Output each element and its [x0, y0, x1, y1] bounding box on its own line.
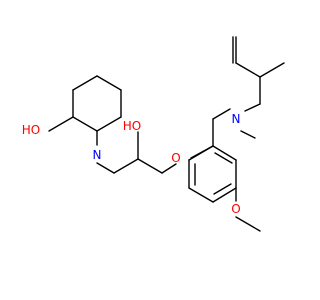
methoxy-group	[235, 187, 261, 232]
aromatic-bond	[213, 183, 232, 195]
bond	[212, 145, 237, 161]
bond	[244, 103, 261, 112]
bond	[72, 116, 98, 132]
structure-diagram: HO N HO O N O	[22, 36, 285, 232]
piperidine-ring	[48, 75, 122, 132]
structure-diagram-canvas: HO N HO O N O	[21, 36, 285, 232]
bond	[212, 108, 231, 120]
bond	[96, 116, 122, 132]
bond	[96, 162, 115, 174]
bond	[188, 145, 214, 161]
bond	[137, 158, 163, 174]
benzene-ring	[188, 145, 237, 203]
bond	[259, 62, 285, 78]
ether-oxygen-label: O	[171, 151, 180, 165]
bond	[235, 62, 261, 78]
bond	[235, 216, 261, 232]
aminomethyl-side-chain	[212, 36, 285, 147]
bond	[212, 187, 237, 203]
bond	[96, 75, 122, 91]
piperidine-nitrogen-label: N	[93, 148, 102, 162]
piperidine-hydroxyl-label: HO	[22, 123, 40, 137]
chain-hydroxyl-label: HO	[123, 119, 141, 133]
hydroxypropyl-linker	[96, 130, 177, 174]
bond	[161, 163, 177, 174]
bond	[113, 158, 139, 174]
bond	[240, 130, 256, 139]
atom-labels: HO N HO O N O	[22, 112, 241, 216]
methoxy-oxygen-label: O	[231, 202, 240, 216]
bond	[48, 116, 74, 132]
bond	[188, 187, 214, 203]
amine-nitrogen-label: N	[232, 112, 241, 126]
aromatic-bond	[214, 152, 233, 164]
bond	[72, 75, 98, 91]
